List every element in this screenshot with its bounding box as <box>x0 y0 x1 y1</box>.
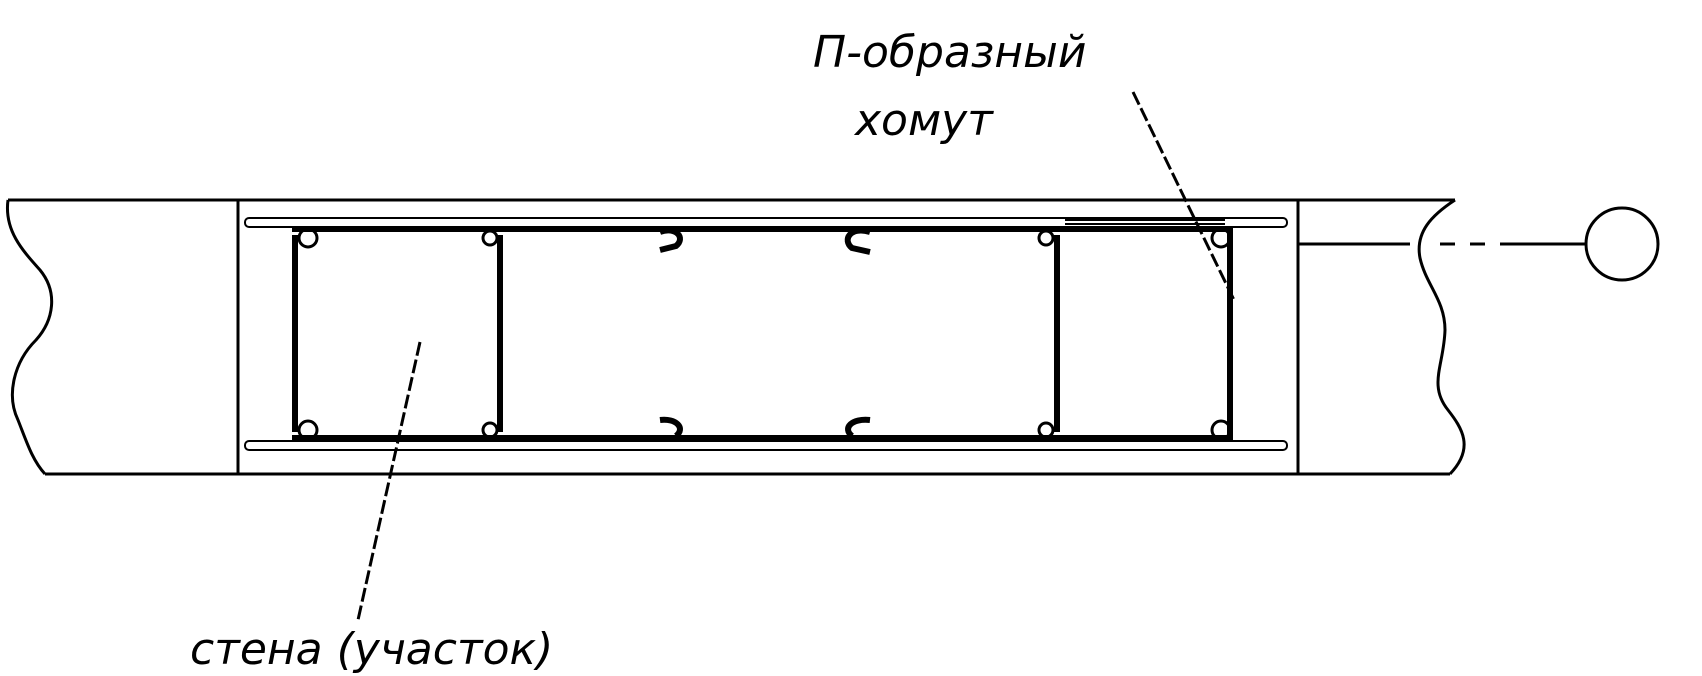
clamp-label-line2: хомут <box>853 95 994 146</box>
clamp-leader-line <box>1131 91 1236 301</box>
left-break-line <box>5 199 54 476</box>
wall-slab <box>5 198 1466 476</box>
right-break-line <box>1417 198 1466 476</box>
longitudinal-bars <box>244 217 1288 451</box>
wall-leader-line <box>356 341 422 621</box>
boundary-zone <box>236 198 1300 476</box>
clamp-label-line1: П-образный <box>813 27 1086 78</box>
main-hoop <box>292 226 1063 441</box>
bottom-longitudinal-bar <box>244 440 1288 451</box>
axis-circle <box>1584 206 1660 282</box>
wall-label: стена (участок) <box>190 624 553 675</box>
axis-marker <box>1298 206 1660 282</box>
u-shaped-clamp <box>1060 219 1233 441</box>
intermediate-ties <box>658 227 871 439</box>
corner-bars <box>297 227 1232 441</box>
